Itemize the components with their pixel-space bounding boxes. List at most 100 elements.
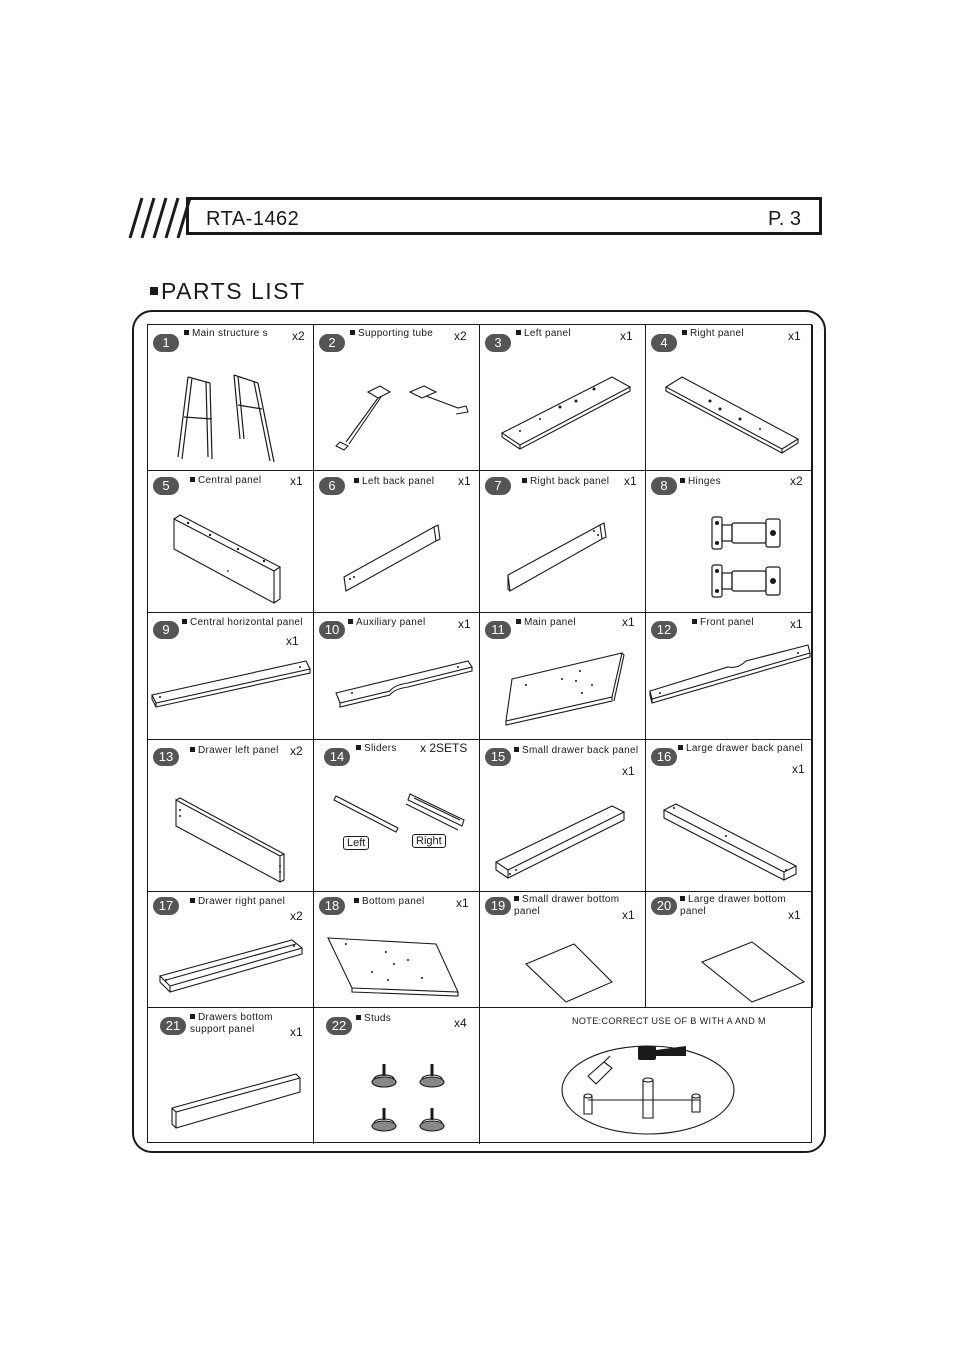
part-number-badge: 16	[651, 748, 677, 766]
tools-usage-illustration	[561, 1045, 735, 1135]
part-name: Central horizontal panel	[182, 617, 303, 629]
part-name: Central panel	[190, 475, 261, 487]
part-number-badge: 2	[319, 334, 345, 352]
part-name: Right back panel	[522, 476, 609, 488]
slider-left-label: Left	[343, 836, 370, 850]
hinges-drawing	[711, 516, 781, 598]
sliders-drawing	[333, 793, 465, 833]
part-quantity: x1	[792, 762, 805, 776]
part-cell-13: 13 Drawer left panel x2	[148, 740, 314, 892]
part-number-badge: 18	[319, 897, 345, 915]
part-number-badge: 7	[485, 477, 511, 495]
part-cell-21: 21 Drawers bottom support panel x1	[148, 1008, 314, 1144]
part-name: Drawer right panel	[190, 896, 285, 908]
large-drawer-back-panel-drawing	[662, 803, 798, 881]
central-panel-drawing	[173, 514, 282, 604]
part-cell-11: 11 Main panel x1	[480, 613, 646, 740]
drawers-bottom-support-panel-drawing	[171, 1073, 301, 1129]
studs-drawing	[371, 1064, 445, 1132]
part-name: Main panel	[516, 617, 576, 629]
small-drawer-bottom-panel-drawing	[525, 943, 613, 1003]
left-back-panel-drawing	[343, 524, 441, 592]
drawer-left-panel-drawing	[175, 797, 286, 883]
section-title-text: PARTS LIST	[161, 278, 306, 304]
slider-right-label: Right	[412, 834, 446, 848]
part-cell-10: 10 Auxiliary panel x1	[314, 613, 480, 740]
part-quantity: x4	[454, 1016, 467, 1030]
part-cell-17: 17 Drawer right panel x2	[148, 892, 314, 1008]
part-cell-3: 3 Left panel x1	[480, 325, 646, 471]
part-cell-9: 9 Central horizontal panel x1	[148, 613, 314, 740]
part-number-badge: 17	[153, 897, 179, 915]
part-cell-12: 12 Front panel x1	[646, 613, 813, 740]
part-number-badge: 13	[153, 748, 179, 766]
part-number-badge: 9	[153, 621, 179, 639]
part-cell-1: 1 Main structure s x2	[148, 325, 314, 471]
supporting-tube-drawing	[335, 385, 469, 451]
part-number-badge: 20	[651, 897, 677, 915]
part-number-badge: 5	[153, 477, 179, 495]
part-quantity: x1	[622, 908, 635, 922]
part-quantity: x1	[458, 617, 471, 631]
left-panel-drawing	[500, 376, 632, 450]
part-number-badge: 1	[153, 334, 179, 352]
part-cell-4: 4 Right panel x1	[646, 325, 813, 471]
part-number-badge: 3	[485, 334, 511, 352]
part-quantity: x1	[458, 474, 471, 488]
part-quantity: x1	[790, 617, 803, 631]
part-quantity: x1	[456, 896, 469, 910]
part-number-badge: 21	[160, 1017, 186, 1035]
part-number-badge: 12	[651, 621, 677, 639]
part-number-badge: 14	[324, 748, 350, 766]
model-number: RTA-1462	[206, 208, 300, 230]
part-name: Studs	[356, 1013, 391, 1025]
part-quantity: x2	[454, 329, 467, 343]
part-quantity: x1	[788, 908, 801, 922]
part-quantity: x2	[292, 329, 305, 343]
part-name: Supporting tube	[350, 328, 433, 340]
part-quantity: x1	[290, 1025, 303, 1039]
part-name: Hinges	[680, 476, 721, 488]
bottom-panel-drawing	[327, 937, 459, 997]
part-cell-20: 20 Large drawer bottom panel x1	[646, 892, 813, 1008]
part-name: Small drawer bottom panel	[514, 894, 620, 917]
part-name: Drawer left panel	[190, 745, 279, 757]
parts-grid: 1 Main structure s x2 2 Supporting tube …	[147, 324, 813, 1144]
part-quantity: x1	[622, 764, 635, 778]
part-number-badge: 8	[651, 477, 677, 495]
main-panel-drawing	[505, 652, 625, 726]
part-name: Main structure s	[184, 328, 268, 340]
part-number-badge: 4	[651, 334, 677, 352]
auxiliary-panel-drawing	[335, 660, 473, 708]
part-number-badge: 11	[485, 621, 511, 639]
section-title: PARTS LIST	[150, 278, 306, 305]
part-quantity: x2	[790, 474, 803, 488]
part-name: Large drawer bottom panel	[680, 894, 786, 917]
page-number: P. 3	[768, 208, 801, 230]
part-cell-7: 7 Right back panel x1	[480, 471, 646, 613]
part-name: Bottom panel	[354, 896, 425, 908]
part-cell-22: 22 Studs x4	[314, 1008, 480, 1144]
right-panel-drawing	[664, 376, 800, 454]
part-cell-16: 16 Large drawer back panel x1	[646, 740, 813, 892]
part-number-badge: 6	[319, 477, 345, 495]
part-quantity: x 2SETS	[420, 741, 468, 755]
part-cell-2: 2 Supporting tube x2	[314, 325, 480, 471]
part-number-badge: 19	[485, 897, 511, 915]
part-number-badge: 15	[485, 748, 511, 766]
small-drawer-back-panel-drawing	[494, 805, 626, 879]
large-drawer-bottom-panel-drawing	[700, 941, 806, 1003]
bullet-icon	[150, 286, 158, 295]
part-cell-15: 15 Small drawer back panel x1	[480, 740, 646, 892]
main-structure-drawing	[177, 374, 275, 463]
note-cell: NOTE:CORRECT USE OF B WITH A AND M	[480, 1008, 813, 1144]
assembly-note: NOTE:CORRECT USE OF B WITH A AND M	[572, 1016, 766, 1026]
part-name: Sliders	[356, 743, 397, 755]
part-cell-14: 14 Sliders x 2SETS Left Right	[314, 740, 480, 892]
part-cell-18: 18 Bottom panel x1	[314, 892, 480, 1008]
part-cell-8: 8 Hinges x2	[646, 471, 813, 613]
part-name: Large drawer back panel	[678, 743, 803, 755]
part-name: Left back panel	[354, 476, 434, 488]
part-quantity: x1	[620, 329, 633, 343]
part-quantity: x1	[290, 474, 303, 488]
